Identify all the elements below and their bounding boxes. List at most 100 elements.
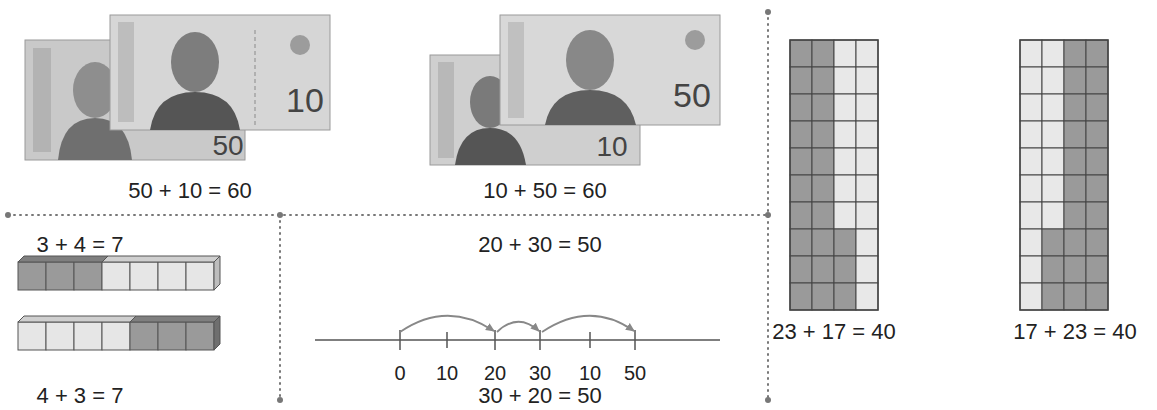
grid-cell: [1020, 175, 1042, 202]
grid-cell: [856, 67, 878, 94]
grid-cell: [834, 40, 856, 67]
grid-cell: [1020, 148, 1042, 175]
number-line-value: 10: [436, 363, 458, 383]
grid-cell: [1042, 40, 1064, 67]
grid-cell: [1020, 229, 1042, 256]
number-line-value: 50: [624, 363, 646, 383]
grid-cell: [1086, 283, 1108, 310]
grid-cell: [1020, 283, 1042, 310]
grid-cell: [1086, 94, 1108, 121]
grid-cell: [1064, 229, 1086, 256]
grid-cell: [790, 40, 812, 67]
grid-cell: [790, 67, 812, 94]
grid-cell: [812, 202, 834, 229]
grid-cell: [1042, 121, 1064, 148]
number-line-value: 20: [484, 363, 506, 383]
banknote-value: 50: [212, 132, 243, 160]
grid-cell: [834, 94, 856, 121]
grid-cell: [1064, 40, 1086, 67]
grid-cell: [834, 175, 856, 202]
grid-cell: [856, 202, 878, 229]
equation: 20 + 30 = 50: [478, 234, 602, 256]
grid-cell: [812, 256, 834, 283]
grid-cell: [1086, 256, 1108, 283]
grid-cell: [1042, 148, 1064, 175]
grid-cell: [834, 148, 856, 175]
equation: 23 + 17 = 40: [772, 321, 896, 343]
grid-cell: [812, 67, 834, 94]
banknote-value: 50: [673, 78, 711, 112]
grid-cell: [856, 256, 878, 283]
grid-cell: [790, 256, 812, 283]
grid-cell: [790, 121, 812, 148]
banknote-value: 10: [596, 133, 627, 161]
grid-cell: [1020, 256, 1042, 283]
grid-cell: [1020, 94, 1042, 121]
grid-cell: [1064, 148, 1086, 175]
grid-cell: [812, 40, 834, 67]
grid-cell: [1042, 229, 1064, 256]
grid-cell: [812, 175, 834, 202]
grid-cell: [1042, 94, 1064, 121]
grid-cell: [1020, 40, 1042, 67]
grid-cell: [834, 67, 856, 94]
grid-cell: [1086, 148, 1108, 175]
grid-cell: [1020, 121, 1042, 148]
equation: 17 + 23 = 40: [1013, 321, 1137, 343]
grid-cell: [834, 256, 856, 283]
grid-cell: [834, 121, 856, 148]
equation: 30 + 20 = 50: [478, 385, 602, 407]
grid-cell: [1086, 175, 1108, 202]
grid-cell: [790, 229, 812, 256]
grid-cell: [834, 202, 856, 229]
grid-cell: [1086, 202, 1108, 229]
grid-cell: [856, 283, 878, 310]
grid-cell: [1020, 202, 1042, 229]
grid-cell: [790, 175, 812, 202]
grid-cell: [790, 148, 812, 175]
grid-cell: [856, 229, 878, 256]
grid-cell: [812, 283, 834, 310]
grid-cell: [856, 40, 878, 67]
grid-cell: [856, 121, 878, 148]
grid-cell: [1086, 67, 1108, 94]
grid-cell: [1064, 121, 1086, 148]
grid-cell: [1042, 67, 1064, 94]
number-line-value: 30: [529, 363, 551, 383]
grid-cell: [1064, 67, 1086, 94]
grid-cell: [1020, 67, 1042, 94]
grid-cell: [812, 121, 834, 148]
grid-cell: [1064, 256, 1086, 283]
grid-cell: [856, 175, 878, 202]
grid-cell: [1064, 283, 1086, 310]
grid-cell: [856, 148, 878, 175]
grid-cell: [790, 202, 812, 229]
grid-cell: [812, 94, 834, 121]
grid-cell: [1042, 256, 1064, 283]
grid-cell: [812, 148, 834, 175]
grid-cell: [790, 283, 812, 310]
banknote-value: 10: [286, 83, 324, 117]
grid-cell: [1042, 202, 1064, 229]
grid-cell: [1064, 202, 1086, 229]
grid-cell: [856, 94, 878, 121]
grid-cell: [1086, 40, 1108, 67]
grid-cell: [1042, 175, 1064, 202]
number-line-value: 10: [579, 363, 601, 383]
grid-cell: [1086, 229, 1108, 256]
grid-cell: [812, 229, 834, 256]
grid-cell: [790, 94, 812, 121]
equation: 4 + 3 = 7: [37, 385, 124, 407]
equation: 10 + 50 = 60: [483, 180, 607, 202]
grid-cell: [834, 283, 856, 310]
equation: 3 + 4 = 7: [37, 234, 124, 256]
number-line-value: 0: [394, 363, 405, 383]
grid-cell: [1064, 94, 1086, 121]
grid-cell: [1064, 175, 1086, 202]
grid-cell: [1042, 283, 1064, 310]
grid-cell: [1086, 121, 1108, 148]
equation: 50 + 10 = 60: [128, 180, 252, 202]
grid-cell: [834, 229, 856, 256]
